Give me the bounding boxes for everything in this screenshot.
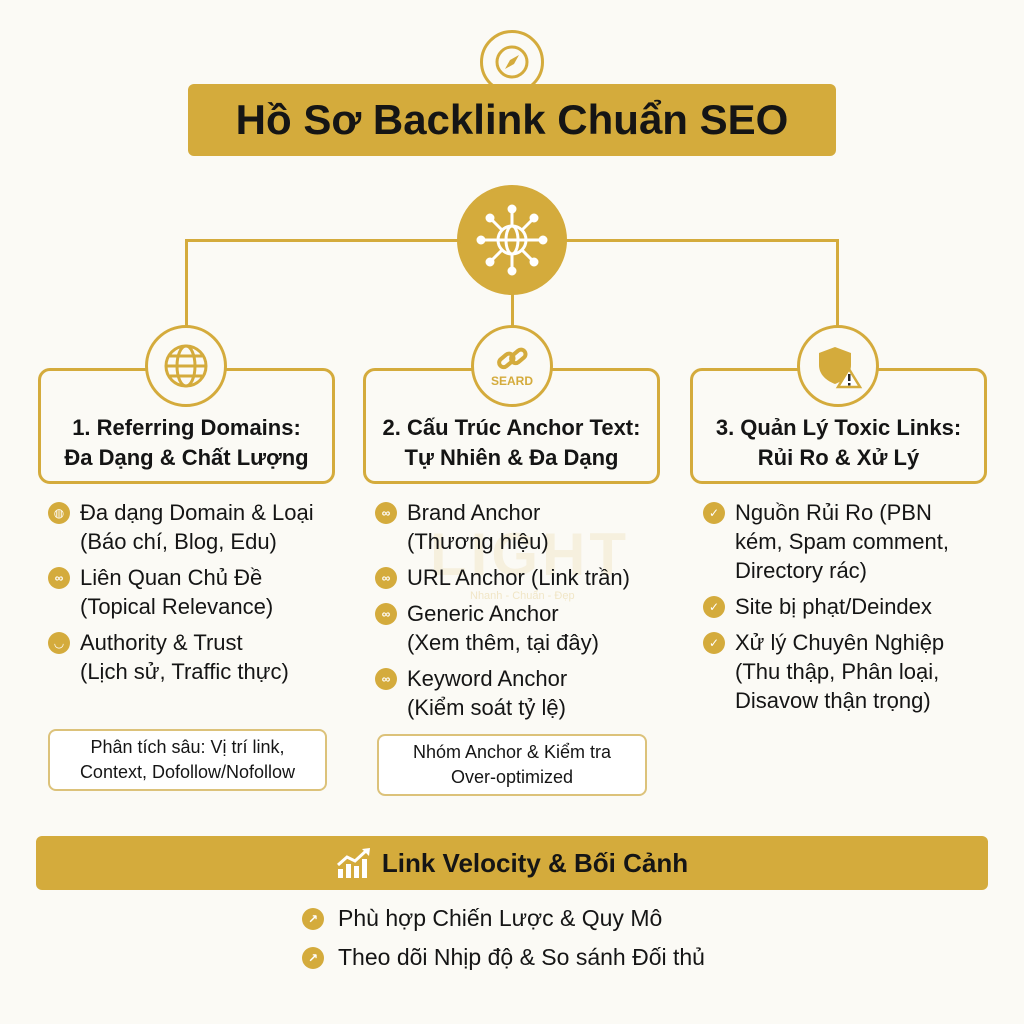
column-subheading: Tự Nhiên & Đa Dạng — [404, 445, 619, 470]
list-item: ✓ Xử lý Chuyên Nghiệp (Thu thập, Phân loại… — [703, 628, 949, 715]
trend-icon: ↗ — [302, 907, 324, 930]
column-heading: 2. Cấu Trúc Anchor Text: — [382, 415, 641, 440]
note-line: Phân tích sâu: Vị trí link, — [90, 737, 285, 757]
item-title: Authority & Trust — [80, 630, 243, 655]
note-line: Over-optimized — [450, 767, 574, 787]
list-item: ∞ Keyword Anchor (Kiểm soát tỷ lệ) — [375, 664, 630, 722]
list-item: ◍ Đa dạng Domain & Loại (Báo chí, Blog, Ed… — [48, 498, 314, 556]
item-detail: (Báo chí, Blog, Edu) — [80, 529, 277, 554]
globe-icon — [145, 325, 227, 407]
column-heading: 3. Quản Lý Toxic Links: — [715, 415, 962, 440]
item-title: Site bị phạt/Deindex — [735, 594, 932, 619]
trend-icon: ↗ — [302, 946, 324, 969]
check-icon: ✓ — [703, 502, 725, 524]
velocity-bullet: ↗ Theo dõi Nhịp độ & So sánh Đối thủ — [302, 944, 705, 971]
list-item: ∞ Liên Quan Chủ Đề (Topical Relevance) — [48, 563, 314, 621]
connector-middle — [511, 290, 514, 330]
item-title: Đa dạng Domain & Loại — [80, 500, 314, 525]
item-detail: (Kiểm soát tỷ lệ) — [407, 695, 566, 720]
velocity-title: Link Velocity & Bối Cảnh — [381, 847, 689, 878]
page-title: Hồ Sơ Backlink Chuẩn SEO — [188, 84, 836, 156]
column-heading: 1. Referring Domains: — [72, 415, 301, 440]
item-title: URL Anchor (Link trần) — [407, 565, 630, 590]
link-icon: ∞ — [375, 567, 397, 589]
network-globe-icon — [457, 185, 567, 295]
item-detail: (Thương hiệu) — [407, 529, 549, 554]
growth-chart-icon — [336, 848, 370, 878]
column-subheading: Đa Dạng & Chất Lượng — [64, 445, 309, 470]
note-line: Context, Dofollow/Nofollow — [79, 762, 296, 782]
globe-icon: ◍ — [48, 502, 70, 524]
list-item: ∞ Generic Anchor (Xem thêm, tại đây) — [375, 599, 630, 657]
link-icon: SEARD — [471, 325, 553, 407]
item-title: Xử lý Chuyên Nghiệp — [735, 630, 945, 655]
link-icon: ∞ — [375, 502, 397, 524]
item-title: Nguồn Rủi Ro (PBN — [735, 500, 932, 525]
item-detail: (Xem thêm, tại đây) — [407, 630, 599, 655]
note-line: Nhóm Anchor & Kiểm tra — [412, 742, 612, 762]
list-item: ∞ URL Anchor (Link trần) — [375, 563, 630, 592]
link-icon-label: SEARD — [490, 374, 533, 388]
item-detail: Disavow thận trọng) — [735, 688, 931, 713]
item-title: Keyword Anchor — [407, 666, 568, 691]
link-icon: ∞ — [375, 603, 397, 625]
compass-icon — [480, 30, 544, 94]
list-item: ✓ Nguồn Rủi Ro (PBN kém, Spam comment, Dire… — [703, 498, 949, 585]
velocity-banner: Link Velocity & Bối Cảnh — [36, 836, 988, 890]
item-title: Generic Anchor — [407, 601, 559, 626]
item-detail: kém, Spam comment, — [735, 529, 949, 554]
shield-warning-icon — [797, 325, 879, 407]
list-item: ∞ Brand Anchor (Thương hiệu) — [375, 498, 630, 556]
velocity-bullet: ↗ Phù hợp Chiến Lược & Quy Mô — [302, 905, 662, 932]
list-item: ◡ Authority & Trust (Lịch sử, Traffic thực… — [48, 628, 314, 686]
bullet-text: Theo dõi Nhịp độ & So sánh Đối thủ — [338, 944, 705, 970]
bullet-text: Phù hợp Chiến Lược & Quy Mô — [338, 905, 663, 931]
watermark-tagline: Nhanh - Chuẩn - Đẹp — [470, 590, 575, 602]
check-icon: ✓ — [703, 632, 725, 654]
item-detail: (Thu thập, Phân loại, — [735, 659, 940, 684]
link-icon: ∞ — [375, 668, 397, 690]
item-title: Liên Quan Chủ Đề — [80, 565, 263, 590]
connector-left — [185, 239, 188, 329]
check-icon: ✓ — [703, 596, 725, 618]
connector-right — [836, 239, 839, 329]
list-toxic-links: ✓ Nguồn Rủi Ro (PBN kém, Spam comment, Dire… — [703, 498, 949, 722]
watermark-logo: LIGHT — [430, 521, 630, 588]
link-icon: ∞ — [48, 567, 70, 589]
item-detail: (Lịch sử, Traffic thực) — [80, 659, 289, 684]
item-detail: Directory rác) — [735, 558, 868, 583]
note-deep-analysis: Phân tích sâu: Vị trí link, Context, Dofo… — [48, 729, 327, 791]
column-subheading: Rủi Ro & Xử Lý — [757, 445, 920, 470]
list-referring-domains: ◍ Đa dạng Domain & Loại (Báo chí, Blog, Ed… — [48, 498, 314, 693]
item-title: Brand Anchor — [407, 500, 541, 525]
trust-hand-icon: ◡ — [48, 632, 70, 654]
list-item: ✓ Site bị phạt/Deindex — [703, 592, 949, 621]
item-detail: (Topical Relevance) — [80, 594, 274, 619]
list-anchor-text: ∞ Brand Anchor (Thương hiệu) ∞ URL Anchor (… — [375, 498, 630, 729]
